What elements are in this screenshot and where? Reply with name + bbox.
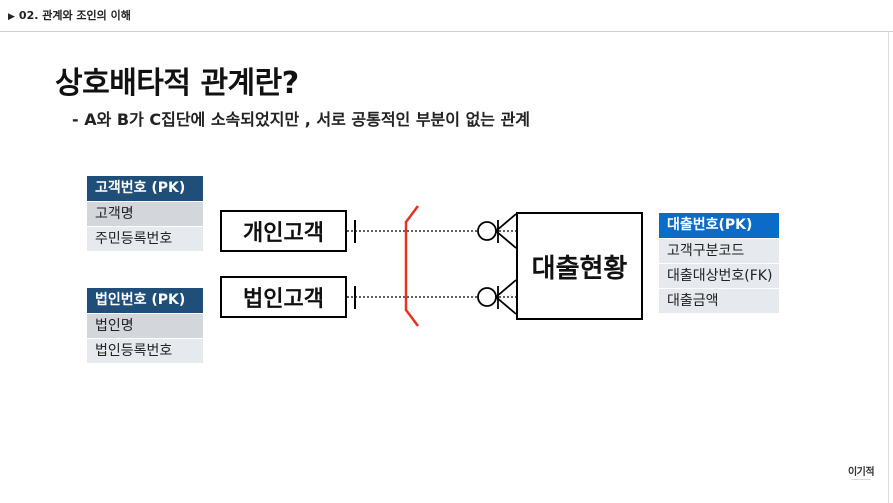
slide-border [888, 31, 889, 503]
customer-table-header: 고객번호 (PK) [87, 176, 203, 201]
logo-tagline-graphic: ──────── [851, 477, 871, 482]
entity-loan-status: 대출현황 [516, 212, 643, 320]
breadcrumb: ▶02. 관계와 조인의 이해 [8, 7, 131, 23]
loan-attribute-table: 대출번호(PK) 고객구분코드 대출대상번호(FK) 대출금액 [659, 213, 779, 313]
exclusive-arc [404, 205, 419, 327]
loan-table-row: 고객구분코드 [659, 238, 779, 263]
corporate-attribute-table: 법인번호 (PK) 법인명 법인등록번호 [87, 288, 203, 363]
play-arrow-icon: ▶ [8, 12, 15, 22]
top-bar: ▶02. 관계와 조인의 이해 [0, 0, 893, 32]
breadcrumb-text: 02. 관계와 조인의 이해 [18, 9, 131, 22]
publisher-logo: 이기적 ──────── [845, 463, 877, 482]
loan-table-header: 대출번호(PK) [659, 213, 779, 238]
crows-foot-mark [495, 230, 517, 249]
customer-table-row: 고객명 [87, 201, 203, 226]
slide-subtitle: - A와 B가 C집단에 소속되었지만 , 서로 공통적인 부분이 없는 관계 [72, 110, 531, 129]
customer-table-row: 주민등록번호 [87, 226, 203, 251]
entity-corporate-customer: 법인고객 [220, 276, 347, 318]
loan-table-row: 대출금액 [659, 288, 779, 313]
entity-personal-customer: 개인고객 [220, 210, 347, 252]
corporate-table-row: 법인등록번호 [87, 338, 203, 363]
crows-foot-mark [495, 213, 517, 232]
logo-text: 이기적 [847, 467, 875, 478]
slide-title: 상호배타적 관계란? [55, 66, 299, 101]
optional-circle-icon [477, 287, 497, 307]
corporate-table-header: 법인번호 (PK) [87, 288, 203, 313]
customer-attribute-table: 고객번호 (PK) 고객명 주민등록번호 [87, 176, 203, 251]
crows-foot-mark [495, 296, 517, 315]
optional-circle-icon [477, 221, 497, 241]
crows-foot-mark [495, 279, 517, 298]
corporate-table-row: 법인명 [87, 313, 203, 338]
loan-table-row: 대출대상번호(FK) [659, 263, 779, 288]
